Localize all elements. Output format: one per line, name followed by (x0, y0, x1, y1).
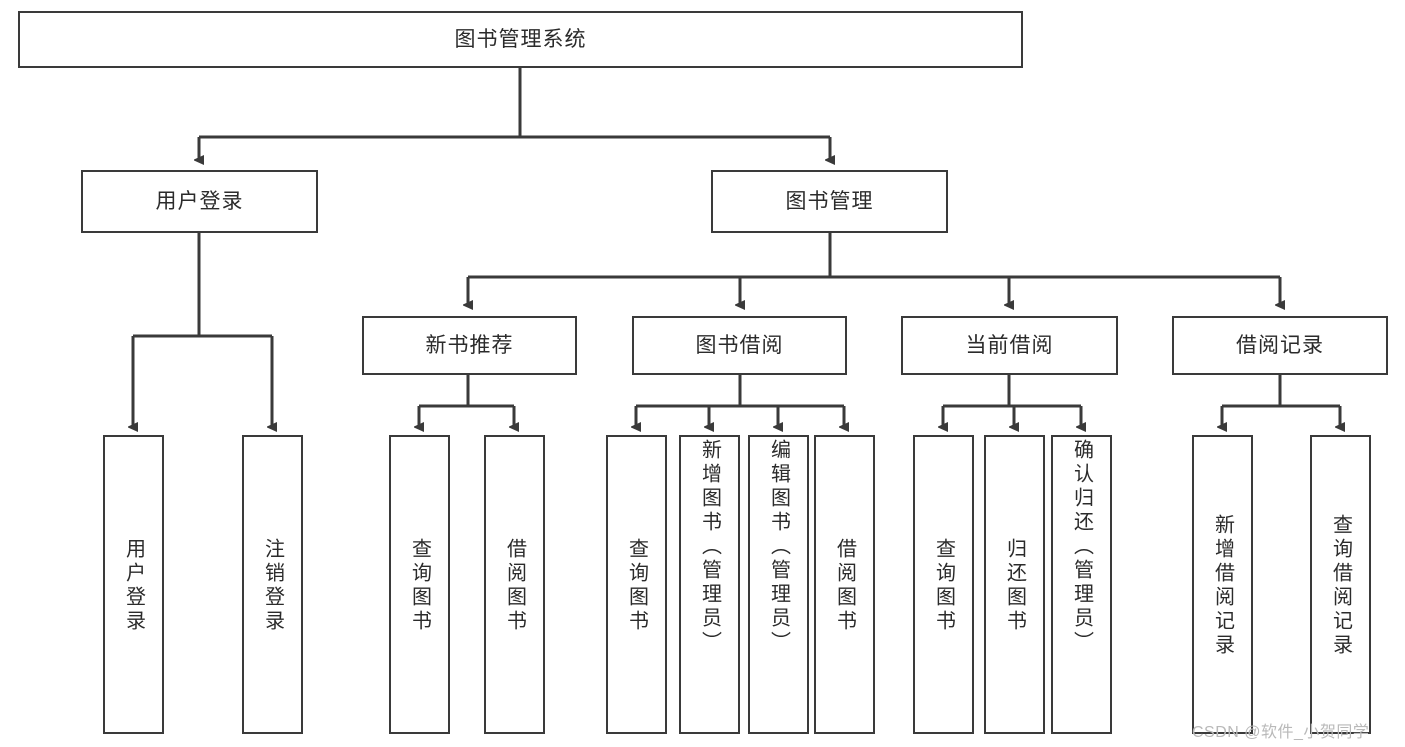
leaf-user-logout[interactable]: 注销登录 (242, 435, 303, 734)
leaf-borrow-book-2-label: 借阅图书 (833, 537, 856, 634)
node-book-borrow-label: 图书借阅 (695, 334, 784, 357)
leaf-confirm-return-label: 确认归还（管理员） (1070, 439, 1093, 655)
node-current-borrow[interactable]: 当前借阅 (901, 316, 1118, 375)
leaf-add-book[interactable]: 新增图书（管理员） (679, 435, 740, 734)
leaf-return-book[interactable]: 归还图书 (984, 435, 1045, 734)
node-user-login-label: 用户登录 (155, 190, 244, 213)
leaf-add-borrow-record-label: 新增借阅记录 (1211, 513, 1234, 658)
node-book-manage-label: 图书管理 (785, 190, 874, 213)
leaf-user-login-label: 用户登录 (122, 537, 145, 634)
leaf-query-book-1-label: 查询图书 (408, 537, 431, 634)
leaf-query-borrow-record[interactable]: 查询借阅记录 (1310, 435, 1371, 734)
node-root-system[interactable]: 图书管理系统 (18, 11, 1023, 68)
node-user-login[interactable]: 用户登录 (81, 170, 318, 233)
leaf-confirm-return[interactable]: 确认归还（管理员） (1051, 435, 1112, 734)
leaf-query-book-2[interactable]: 查询图书 (606, 435, 667, 734)
node-book-borrow[interactable]: 图书借阅 (632, 316, 847, 375)
leaf-add-book-label: 新增图书（管理员） (698, 439, 721, 655)
node-root-system-label: 图书管理系统 (454, 28, 587, 51)
leaf-edit-book[interactable]: 编辑图书（管理员） (748, 435, 809, 734)
leaf-user-logout-label: 注销登录 (261, 537, 284, 634)
leaf-edit-book-label: 编辑图书（管理员） (767, 439, 790, 655)
leaf-query-book-3[interactable]: 查询图书 (913, 435, 974, 734)
leaf-borrow-book-1-label: 借阅图书 (503, 537, 526, 634)
node-book-manage[interactable]: 图书管理 (711, 170, 948, 233)
leaf-query-book-2-label: 查询图书 (625, 537, 648, 634)
node-current-borrow-label: 当前借阅 (965, 334, 1054, 357)
node-borrow-record-label: 借阅记录 (1236, 334, 1324, 357)
connector-lines (133, 68, 1340, 427)
leaf-user-login[interactable]: 用户登录 (103, 435, 164, 734)
leaf-query-book-3-label: 查询图书 (932, 537, 955, 634)
leaf-query-book-1[interactable]: 查询图书 (389, 435, 450, 734)
node-borrow-record[interactable]: 借阅记录 (1172, 316, 1388, 375)
node-new-book-recommend[interactable]: 新书推荐 (362, 316, 577, 375)
leaf-return-book-label: 归还图书 (1003, 537, 1026, 634)
node-new-book-recommend-label: 新书推荐 (425, 334, 514, 357)
leaf-add-borrow-record[interactable]: 新增借阅记录 (1192, 435, 1253, 734)
leaf-borrow-book-2[interactable]: 借阅图书 (814, 435, 875, 734)
leaf-borrow-book-1[interactable]: 借阅图书 (484, 435, 545, 734)
leaf-query-borrow-record-label: 查询借阅记录 (1329, 513, 1352, 658)
